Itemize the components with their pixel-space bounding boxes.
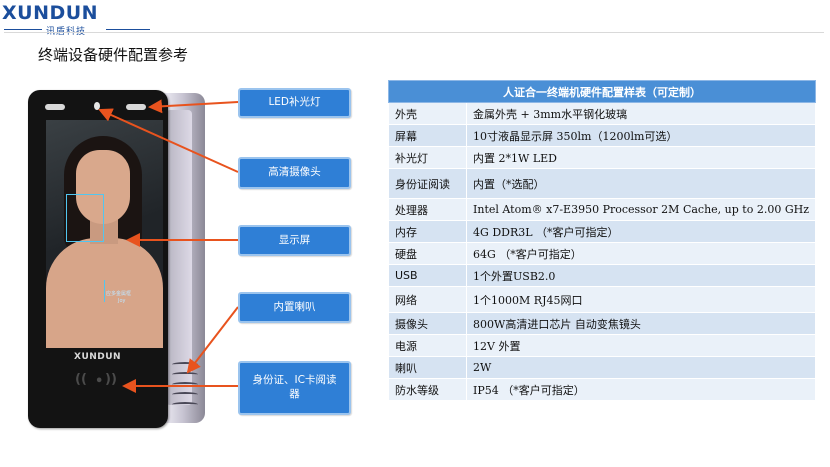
spec-value: 800W高清进口芯片 自动变焦镜头: [466, 312, 816, 335]
spec-key: 内存: [387, 220, 468, 243]
spec-value: 1个外置USB2.0: [466, 264, 816, 287]
spec-value: 4G DDR3L （*客户可指定）: [466, 220, 816, 243]
spec-key: 网络: [387, 286, 468, 313]
spec-key: 喇叭: [387, 356, 468, 379]
screen-tag-1: 应多金属框: [106, 291, 132, 297]
spec-value: 1个1000M RJ45网口: [466, 286, 816, 313]
spec-value: 内置（*选配）: [466, 168, 816, 199]
spec-key: 摄像头: [387, 312, 468, 335]
spec-key: 补光灯: [387, 146, 468, 169]
spec-value: IP54 （*客户可指定）: [466, 378, 816, 401]
hardware-spec-table: 人证合一终端机硬件配置样表（可定制） 外壳金属外壳 + 3mm水平钢化玻璃 屏幕…: [387, 80, 816, 401]
spec-value: 64G （*客户可指定）: [466, 242, 816, 265]
callout-led: LED补光灯: [238, 88, 351, 118]
table-row: 身份证阅读内置（*选配）: [387, 168, 816, 199]
table-row: 外壳金属外壳 + 3mm水平钢化玻璃: [387, 102, 816, 125]
logo-subtitle: 讯盾科技: [46, 27, 87, 37]
led-light-right-icon: [126, 104, 146, 110]
device-brand-label: XUNDUN: [74, 352, 122, 362]
spec-value: Intel Atom® x7-E3950 Processor 2M Cache,…: [466, 198, 816, 221]
spec-value: 2W: [466, 356, 816, 379]
reader-wave-right: )): [105, 372, 117, 387]
led-light-left-icon: [45, 104, 65, 110]
spec-key: 外壳: [387, 102, 468, 125]
table-row: 补光灯内置 2*1W LED: [387, 146, 816, 169]
spec-value: 10寸液晶显示屏 350lm（1200lm可选）: [466, 124, 816, 147]
callout-reader: 身份证、IC卡阅读器: [238, 361, 351, 415]
screen-tag-2: Joy: [118, 298, 126, 304]
camera-lens-icon: [94, 102, 100, 110]
spec-key: 屏幕: [387, 124, 468, 147]
reader-wave-left: ((: [75, 372, 87, 387]
header-divider: [4, 32, 824, 33]
speaker-grille-icon: [172, 358, 198, 408]
callout-speaker: 内置喇叭: [238, 292, 351, 323]
spec-key: USB: [387, 264, 468, 287]
spec-value: 内置 2*1W LED: [466, 146, 816, 169]
callout-display: 显示屏: [238, 225, 351, 256]
page-title: 终端设备硬件配置参考: [38, 46, 189, 64]
spec-key: 硬盘: [387, 242, 468, 265]
spec-value: 金属外壳 + 3mm水平钢化玻璃: [466, 102, 816, 125]
spec-key: 身份证阅读: [387, 168, 468, 199]
spec-key: 电源: [387, 334, 468, 357]
logo-brand: XUNDUN: [2, 2, 99, 24]
spec-key: 防水等级: [387, 378, 468, 401]
logo-rule-right: [106, 29, 150, 30]
card-reader-icon: (( • )): [75, 372, 123, 392]
reader-dot: •: [95, 374, 104, 389]
callout-camera: 高清摄像头: [238, 157, 351, 189]
spec-value: 12V 外置: [466, 334, 816, 357]
xundun-logo: XUNDUN 讯盾科技: [2, 2, 152, 37]
device-screen: 应多金属框 Joy: [46, 120, 163, 348]
logo-rule-left: [4, 29, 42, 30]
spec-key: 处理器: [387, 198, 468, 221]
face-detection-box: [66, 194, 104, 242]
table-title: 人证合一终端机硬件配置样表（可定制）: [388, 80, 816, 103]
